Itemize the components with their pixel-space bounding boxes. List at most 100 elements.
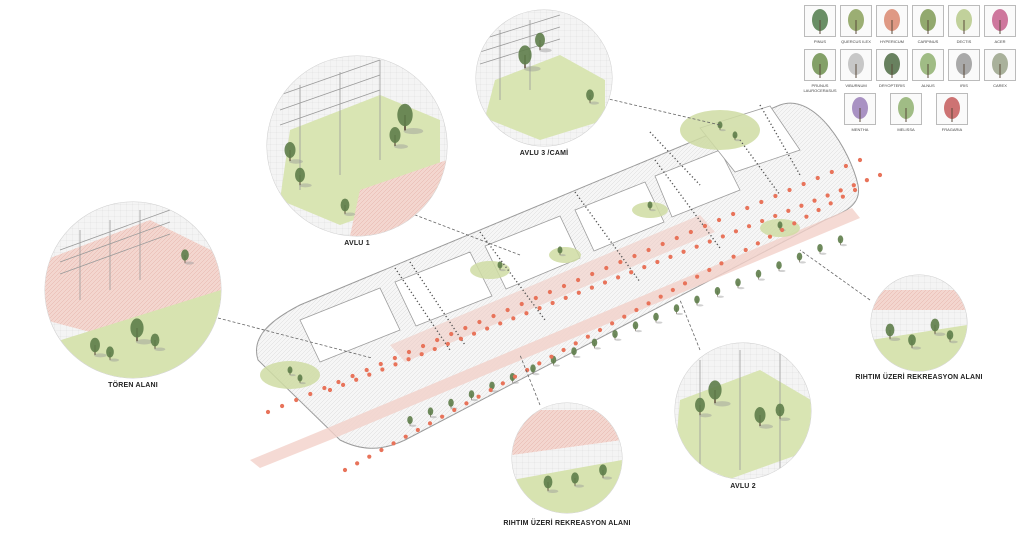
axis-dot	[403, 434, 408, 439]
axis-dot	[674, 235, 679, 241]
tree-symbol	[150, 333, 166, 351]
axis-dot	[477, 319, 482, 325]
berry-icon	[936, 93, 968, 125]
tree-symbol	[775, 403, 791, 421]
tree-symbol	[287, 366, 296, 377]
axis-dot	[804, 214, 809, 219]
axis-dot	[537, 305, 542, 311]
grass-icon	[984, 49, 1016, 81]
herb-icon	[890, 93, 922, 125]
avlu1-label: AVLU 1	[344, 240, 370, 247]
tree-symbol	[181, 249, 195, 265]
tree-symbol	[571, 347, 581, 359]
axis-dot	[367, 454, 372, 459]
axis-dot	[670, 287, 675, 293]
outline-leaf-icon	[840, 49, 872, 81]
axis-dot	[336, 379, 341, 385]
tree-symbol	[632, 321, 642, 333]
flower-icon	[984, 5, 1016, 37]
axis-dot	[745, 205, 750, 211]
axis-dot	[471, 331, 477, 336]
axis-dot	[512, 374, 518, 379]
axis-dot	[524, 311, 529, 316]
tree-symbol	[732, 131, 741, 142]
axis-dot	[668, 254, 673, 260]
axis-dot	[590, 271, 595, 277]
oval-leaf-icon	[912, 49, 944, 81]
tree-symbol	[518, 45, 541, 72]
axis-dot	[720, 234, 725, 239]
tree-symbol	[543, 475, 559, 493]
axis-dot	[719, 261, 724, 266]
axis-dot	[391, 441, 396, 446]
axis-dot	[445, 341, 450, 347]
legend-plant-viburnum: VIBURNUM	[839, 49, 873, 88]
shrub-icon	[876, 5, 908, 37]
axis-dot	[500, 381, 505, 386]
axis-dot	[743, 247, 748, 253]
fern-icon	[876, 49, 908, 81]
axis-dot	[533, 295, 538, 301]
legend-plant-pinus: PINUS	[803, 5, 837, 44]
axis-dot	[773, 193, 778, 199]
axis-dot	[498, 321, 503, 326]
tree-symbol	[776, 261, 786, 273]
axis-dot	[485, 326, 490, 331]
axis-dot	[840, 194, 845, 199]
axis-dot	[695, 274, 700, 279]
callout-toren-circle	[44, 201, 222, 379]
axis-dot	[780, 227, 785, 233]
legend-plant-hypericum: HYPERICUM	[875, 5, 909, 44]
conifer-icon	[804, 5, 836, 37]
axis-dot	[561, 283, 567, 289]
legend-plant-name: VIBURNUM	[845, 83, 867, 88]
tree-symbol	[599, 464, 613, 480]
axis-dot	[688, 229, 693, 235]
legend-plant-name: CAREX	[993, 83, 1007, 88]
axis-dot	[707, 267, 712, 273]
tree-symbol	[755, 269, 765, 281]
axis-dot	[427, 421, 433, 426]
rihtim-bottom-label: RIHTIM ÜZERİ REKREASYON ALANI	[503, 520, 631, 527]
axis-dot	[415, 427, 420, 433]
masterplan-strip	[250, 102, 860, 468]
tree-symbol	[694, 295, 704, 307]
legend-plant-iris: IRIS	[947, 49, 981, 88]
tree-symbol	[735, 278, 745, 290]
axis-dot	[828, 201, 833, 206]
tree-symbol	[717, 121, 726, 132]
axis-dot	[716, 217, 722, 223]
axis-dot	[707, 239, 712, 244]
legend-plant-name: HYPERICUM	[879, 39, 904, 44]
axis-dot	[575, 277, 581, 283]
tree-symbol	[908, 334, 922, 350]
axis-dot	[488, 387, 493, 393]
legend-plant-name: ALNUS	[921, 83, 935, 88]
legend-plant-name: ACER	[994, 39, 1006, 44]
tree-symbol	[837, 235, 847, 247]
avlu3-label: AVLU 3 /CAMİ	[519, 150, 569, 157]
axis-dot	[505, 307, 510, 313]
tree-symbol	[427, 407, 437, 419]
legend-plant-name: MENTHA	[851, 127, 869, 132]
callout-leaders	[217, 96, 871, 406]
axis-dot	[308, 391, 313, 397]
legend-plant-name: DRYOPTERIS	[879, 83, 905, 88]
axis-dot	[379, 447, 384, 453]
tree-symbol	[930, 318, 946, 336]
legend-plant-carex: CAREX	[983, 49, 1017, 88]
axis-dot	[681, 249, 686, 254]
axis-dot	[604, 265, 609, 271]
tree-symbol	[708, 380, 731, 407]
axis-dot	[629, 270, 634, 275]
axis-dot	[634, 307, 639, 313]
legend-plant-alnus: ALNUS	[911, 49, 945, 88]
tree-symbol	[340, 198, 356, 216]
axis-dot	[646, 247, 651, 253]
axis-dot	[816, 207, 821, 213]
axis-dot	[350, 373, 355, 379]
axis-dot	[458, 336, 464, 341]
column-tree-icon	[840, 5, 872, 37]
axis-dot	[792, 221, 797, 226]
